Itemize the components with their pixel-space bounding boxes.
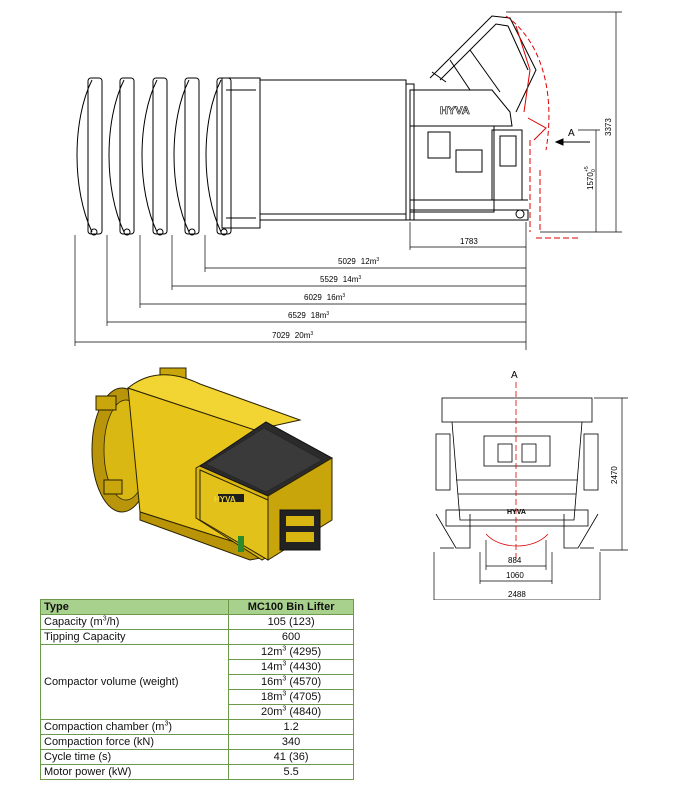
row-label: Compaction force (kN)	[39, 734, 230, 750]
svg-text:1570: 1570	[586, 172, 595, 190]
brand-logo-side: HYVA	[440, 105, 470, 117]
lift-path	[505, 15, 580, 239]
height-3373: 3373	[604, 118, 613, 136]
side-height-dimension	[506, 11, 622, 233]
row-label: Capacity (m3/h)	[39, 614, 230, 630]
svg-text:+5: +5	[584, 166, 590, 172]
front-height-2470: 2470	[610, 466, 619, 484]
table-row: 16m3 (4570)	[41, 674, 354, 690]
brand-logo-3d: HYVA	[214, 495, 236, 504]
volume-label: Compactor volume (weight)	[39, 644, 230, 720]
table-row: Capacity (m3/h) 105 (123)	[39, 614, 354, 630]
row-label: Compaction chamber (m3)	[39, 719, 230, 735]
header-type: Type	[39, 599, 230, 615]
front-width-2488: 2488	[508, 590, 526, 599]
row-value: 5.5	[228, 764, 354, 780]
compactor-3d-illustration: HYVA	[91, 367, 334, 561]
row-value: 105 (123)	[228, 614, 354, 630]
table-row: Compaction chamber (m3) 1.2	[39, 719, 354, 735]
volume-value: 14m3 (4430)	[228, 659, 354, 675]
row-label: Motor power (kW)	[39, 764, 230, 780]
table-row: Compactor volume (weight) 12m3 (4295)	[39, 644, 354, 720]
volume-value: 12m3 (4295)	[228, 644, 354, 660]
row-value: 340	[228, 734, 354, 750]
container-body	[221, 77, 415, 229]
spec-table-header: Type MC100 Bin Lifter	[39, 599, 354, 615]
view-arrow-a-side	[554, 138, 590, 146]
row-value: 600	[228, 629, 354, 645]
table-row: Motor power (kW) 5.5	[39, 764, 354, 780]
hopper-1783: 1783	[460, 237, 478, 246]
side-view-drawing	[76, 15, 590, 239]
compactor-head	[409, 89, 529, 221]
lift-height-dimension: 1570 +5 0	[584, 166, 597, 190]
front-inner-884: 884	[508, 556, 522, 565]
table-row: Cycle time (s) 41 (36)	[39, 749, 354, 765]
front-dimension-lines	[433, 397, 628, 600]
row-label: Tipping Capacity	[39, 629, 230, 645]
table-row: 14m3 (4430)	[41, 659, 354, 675]
volume-value: 20m3 (4840)	[228, 704, 354, 720]
row-value: 1.2	[228, 719, 354, 735]
front-track-1060: 1060	[506, 571, 524, 580]
spec-table: Type MC100 Bin Lifter Capacity (m3/h) 10…	[39, 599, 354, 780]
table-row: Tipping Capacity 600	[39, 629, 354, 645]
volume-value: 18m3 (4705)	[228, 689, 354, 705]
svg-text:0: 0	[591, 169, 597, 172]
bin-lifter-arm	[429, 15, 537, 113]
row-label: Cycle time (s)	[39, 749, 230, 765]
row-value: 41 (36)	[228, 749, 354, 765]
volume-value: 16m3 (4570)	[228, 674, 354, 690]
rear-door-outlines	[76, 77, 232, 236]
front-view-drawing	[435, 397, 599, 549]
length-dimension-lines	[74, 235, 526, 346]
header-model: MC100 Bin Lifter	[228, 599, 354, 615]
view-marker-a-front: A	[511, 370, 518, 381]
view-marker-a-side: A	[568, 128, 575, 139]
brand-logo-front: HYVA	[507, 509, 526, 516]
table-row: Compaction force (kN) 340	[39, 734, 354, 750]
